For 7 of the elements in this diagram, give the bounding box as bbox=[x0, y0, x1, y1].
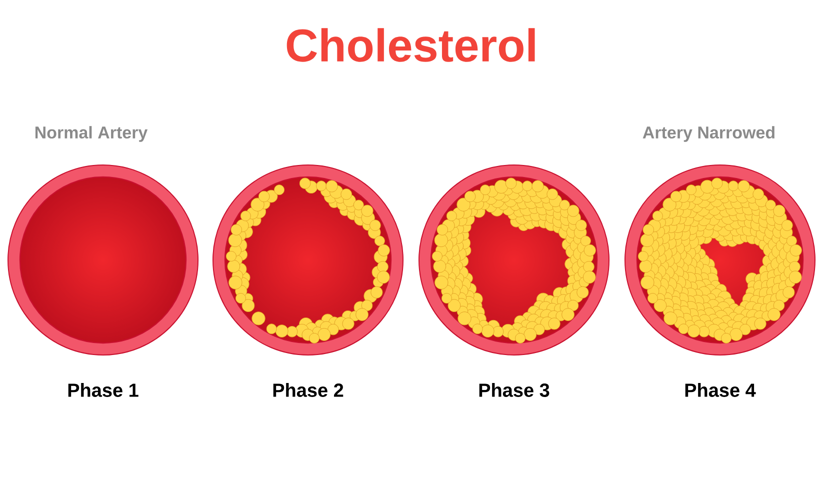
artery-caption: Artery Narrowed bbox=[642, 126, 774, 142]
artery-caption: Normal Artery bbox=[35, 126, 148, 142]
phase-label: Phase 1 bbox=[68, 383, 138, 397]
title: Cholesterol bbox=[286, 28, 535, 62]
phase-label: Phase 4 bbox=[685, 383, 756, 397]
phase-label: Phase 3 bbox=[479, 383, 550, 397]
phase-label: Phase 2 bbox=[273, 383, 344, 397]
